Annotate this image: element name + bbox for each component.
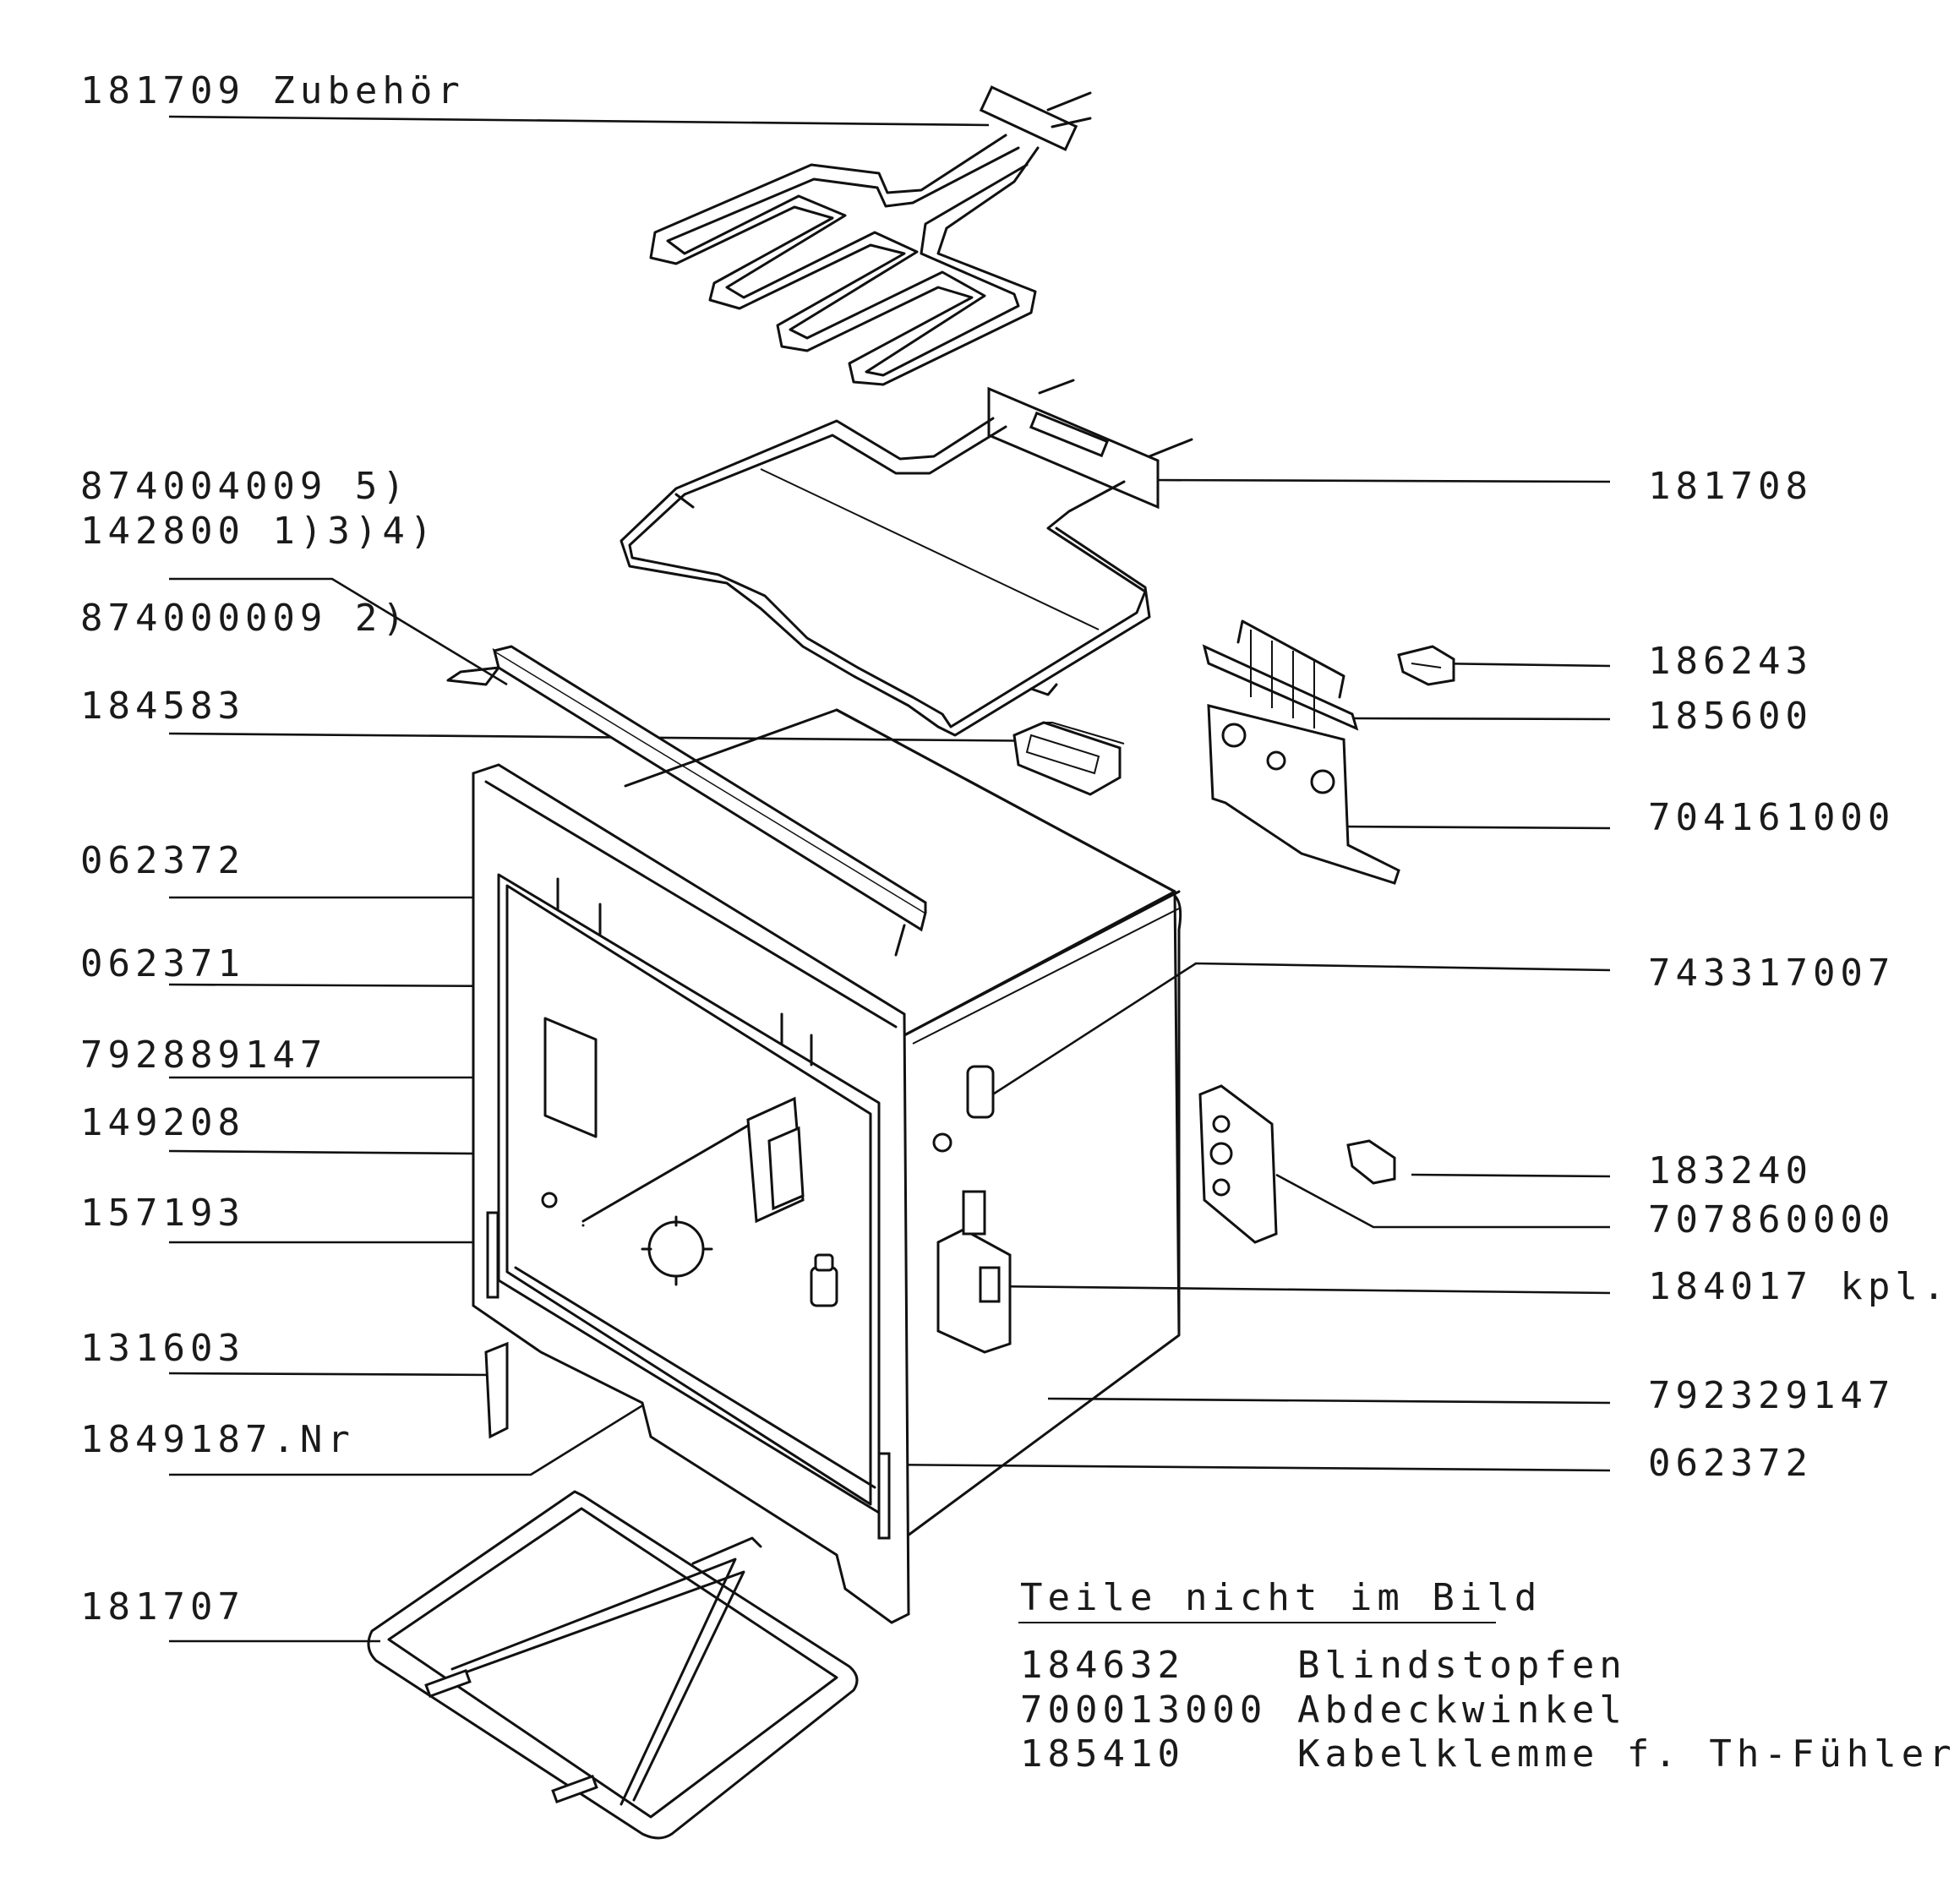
note-code-3: 185410 <box>1020 1732 1185 1776</box>
knob-184918 <box>810 1253 838 1307</box>
fan-cover-157193 <box>641 1215 713 1286</box>
note-desc-1: Blindstopfen <box>1297 1644 1627 1687</box>
label-184583: 184583 <box>80 685 245 728</box>
heating-element-181708 <box>619 379 1193 737</box>
note-code-1: 184632 <box>1020 1644 1185 1687</box>
label-874004009: 874004009 5) <box>80 465 410 508</box>
label-149208: 149208 <box>80 1101 245 1144</box>
front-frame-062371 <box>472 763 910 1624</box>
label-707860000: 707860000 <box>1648 1198 1895 1241</box>
bracket-704161000 <box>1207 704 1400 885</box>
gasket-062372 <box>486 1211 891 1540</box>
label-184918: 1849187.Nr <box>80 1418 355 1461</box>
switch-186243 <box>1397 645 1455 686</box>
note-desc-2: Abdeckwinkel <box>1297 1689 1627 1732</box>
heating-element-181709 <box>649 85 1092 386</box>
label-792889147: 792889147 <box>80 1034 327 1077</box>
label-184017: 184017 kpl. <box>1648 1265 1950 1308</box>
label-181709: 181709 Zubehör <box>80 69 465 112</box>
label-874000009: 874000009 2) <box>80 597 410 640</box>
cylinder-743317007 <box>932 1065 995 1153</box>
label-157193: 157193 <box>80 1192 245 1235</box>
label-062371: 062371 <box>80 942 245 985</box>
label-792329147: 792329147 <box>1648 1374 1895 1417</box>
notes-heading: Teile nicht im Bild <box>1020 1576 1542 1619</box>
label-062372-right: 062372 <box>1648 1442 1813 1485</box>
label-142800: 142800 1)3)4) <box>80 510 437 553</box>
label-183240: 183240 <box>1648 1149 1813 1192</box>
leader-lines <box>168 115 1611 1643</box>
interior-plate-792889147 <box>541 1017 598 1208</box>
label-186243: 186243 <box>1648 640 1813 683</box>
label-185600: 185600 <box>1648 695 1813 738</box>
terminal-block-185600 <box>1202 619 1359 731</box>
bracket-707860000 <box>1198 1084 1278 1244</box>
note-desc-3: Kabelklemme f. Th-Fühler <box>1297 1732 1954 1776</box>
label-131603: 131603 <box>80 1327 245 1370</box>
clip-131603 <box>484 1341 509 1439</box>
channel-strip-874004009 <box>446 645 927 957</box>
label-062372-left: 062372 <box>80 839 245 882</box>
lamp-149208 <box>746 1096 805 1224</box>
label-704161000: 704161000 <box>1648 796 1895 839</box>
switch-183240 <box>1346 1139 1396 1185</box>
lamp-holder-184583 <box>1012 721 1125 796</box>
thermostat-184017 <box>936 1190 1012 1354</box>
label-181707: 181707 <box>80 1585 245 1628</box>
label-181708: 181708 <box>1648 465 1813 508</box>
note-code-2: 700013000 <box>1020 1689 1267 1732</box>
ring-element-181707 <box>367 1490 859 1840</box>
label-743317007: 743317007 <box>1648 952 1895 995</box>
